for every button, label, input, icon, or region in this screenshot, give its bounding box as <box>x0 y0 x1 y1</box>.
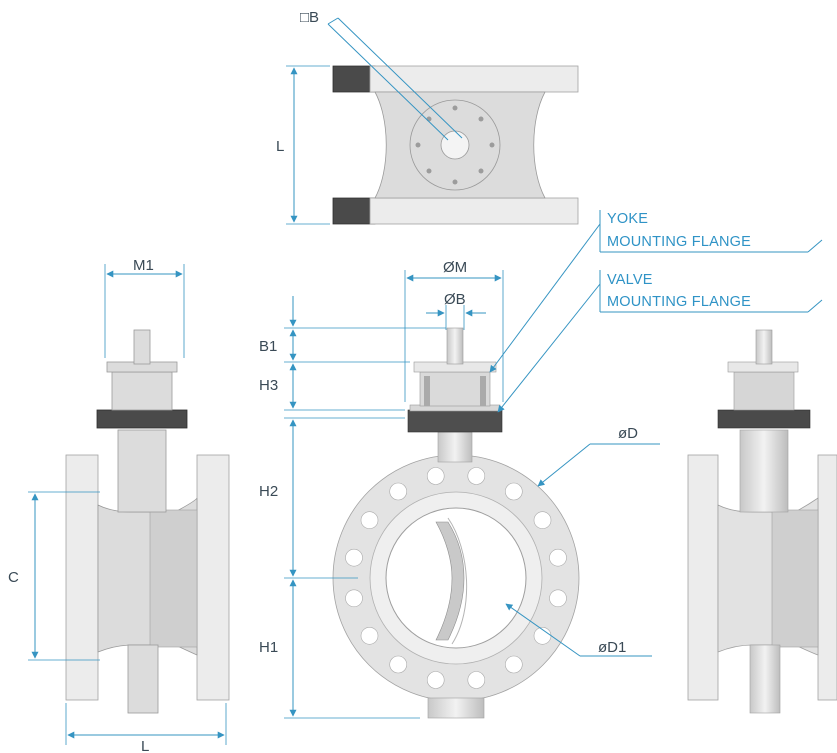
bolt-hole <box>549 589 567 608</box>
left-side-dimensions: M1 C L <box>8 257 227 753</box>
bolt-hole <box>504 655 523 674</box>
top-view-dimensions: L □B <box>276 9 463 225</box>
yoke-callout-line2: MOUNTING FLANGE <box>607 234 751 250</box>
diameter-d1-label: øD1 <box>598 639 626 656</box>
bolt-hole <box>426 671 445 689</box>
m1-label: M1 <box>133 257 154 274</box>
bolt-hole <box>360 511 379 530</box>
bolt-hole <box>360 626 379 645</box>
bolt-hole <box>467 467 486 485</box>
valve-callout-line1: VALVE <box>607 272 653 288</box>
b1-label: B1 <box>259 338 277 355</box>
valve-callout-line2: MOUNTING FLANGE <box>607 294 751 310</box>
diameter-b-label: ØB <box>444 291 466 308</box>
diameter-m-label: ØM <box>443 259 467 276</box>
bolt-hole <box>345 589 363 608</box>
h3-label: H3 <box>259 377 278 394</box>
yoke-callout-line1: YOKE <box>607 211 648 227</box>
bolt-hole <box>467 671 486 689</box>
bolt-hole <box>345 548 363 567</box>
bolt-hole <box>533 511 552 530</box>
bolt-hole <box>549 548 567 567</box>
top-length-label: L <box>276 138 284 155</box>
bolt-hole <box>389 655 408 674</box>
square-b-label: □B <box>300 9 319 26</box>
left-length-label: L <box>141 738 149 753</box>
diameter-d-label: øD <box>618 425 638 442</box>
flange-bolt-holes <box>345 467 567 689</box>
h2-label: H2 <box>259 483 278 500</box>
top-view <box>332 65 579 225</box>
front-view <box>332 327 580 719</box>
front-view-dimensions: ØM ØB B1 H3 H2 H1 øD øD1 <box>259 210 823 719</box>
bolt-hole <box>389 482 408 501</box>
right-side-view <box>687 329 837 714</box>
c-label: C <box>8 569 19 586</box>
bolt-hole <box>504 482 523 501</box>
bolt-hole <box>426 467 445 485</box>
left-side-view <box>65 329 230 714</box>
h1-label: H1 <box>259 639 278 656</box>
